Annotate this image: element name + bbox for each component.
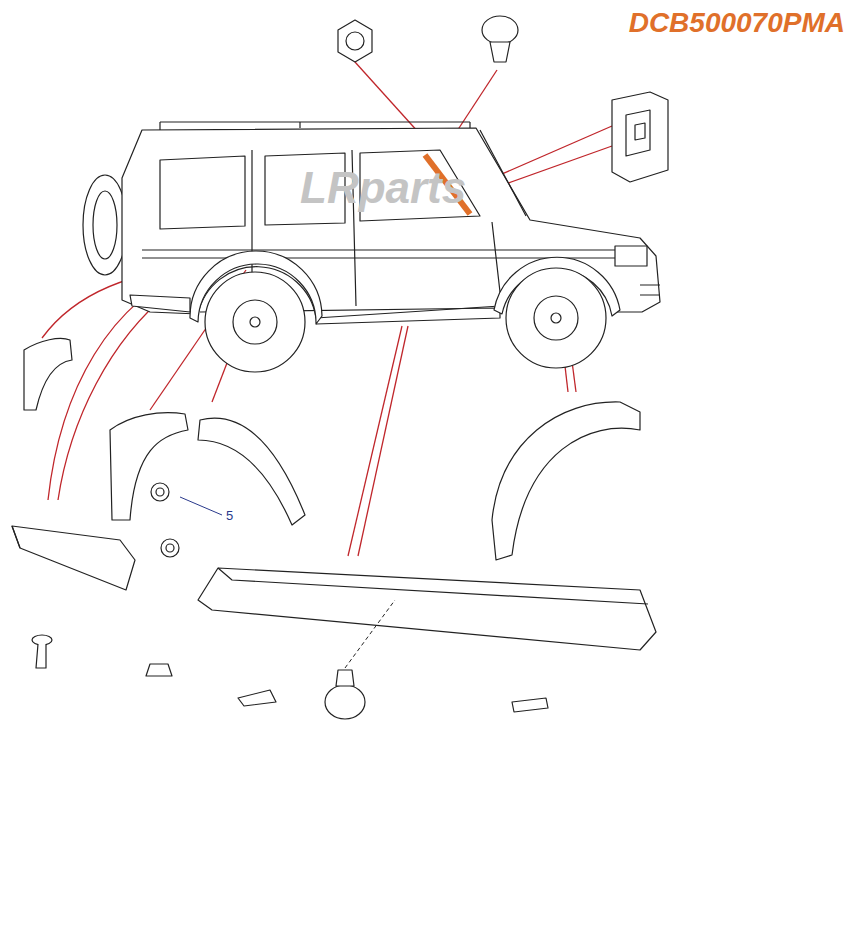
callout-number: 5 [226,509,233,523]
parts [12,16,668,719]
watermark: LRparts [300,164,466,212]
fixing-line [345,600,395,668]
callout-leader [180,497,222,515]
part-number: DCB500070PMA [629,8,845,39]
vehicle-body [83,122,660,372]
